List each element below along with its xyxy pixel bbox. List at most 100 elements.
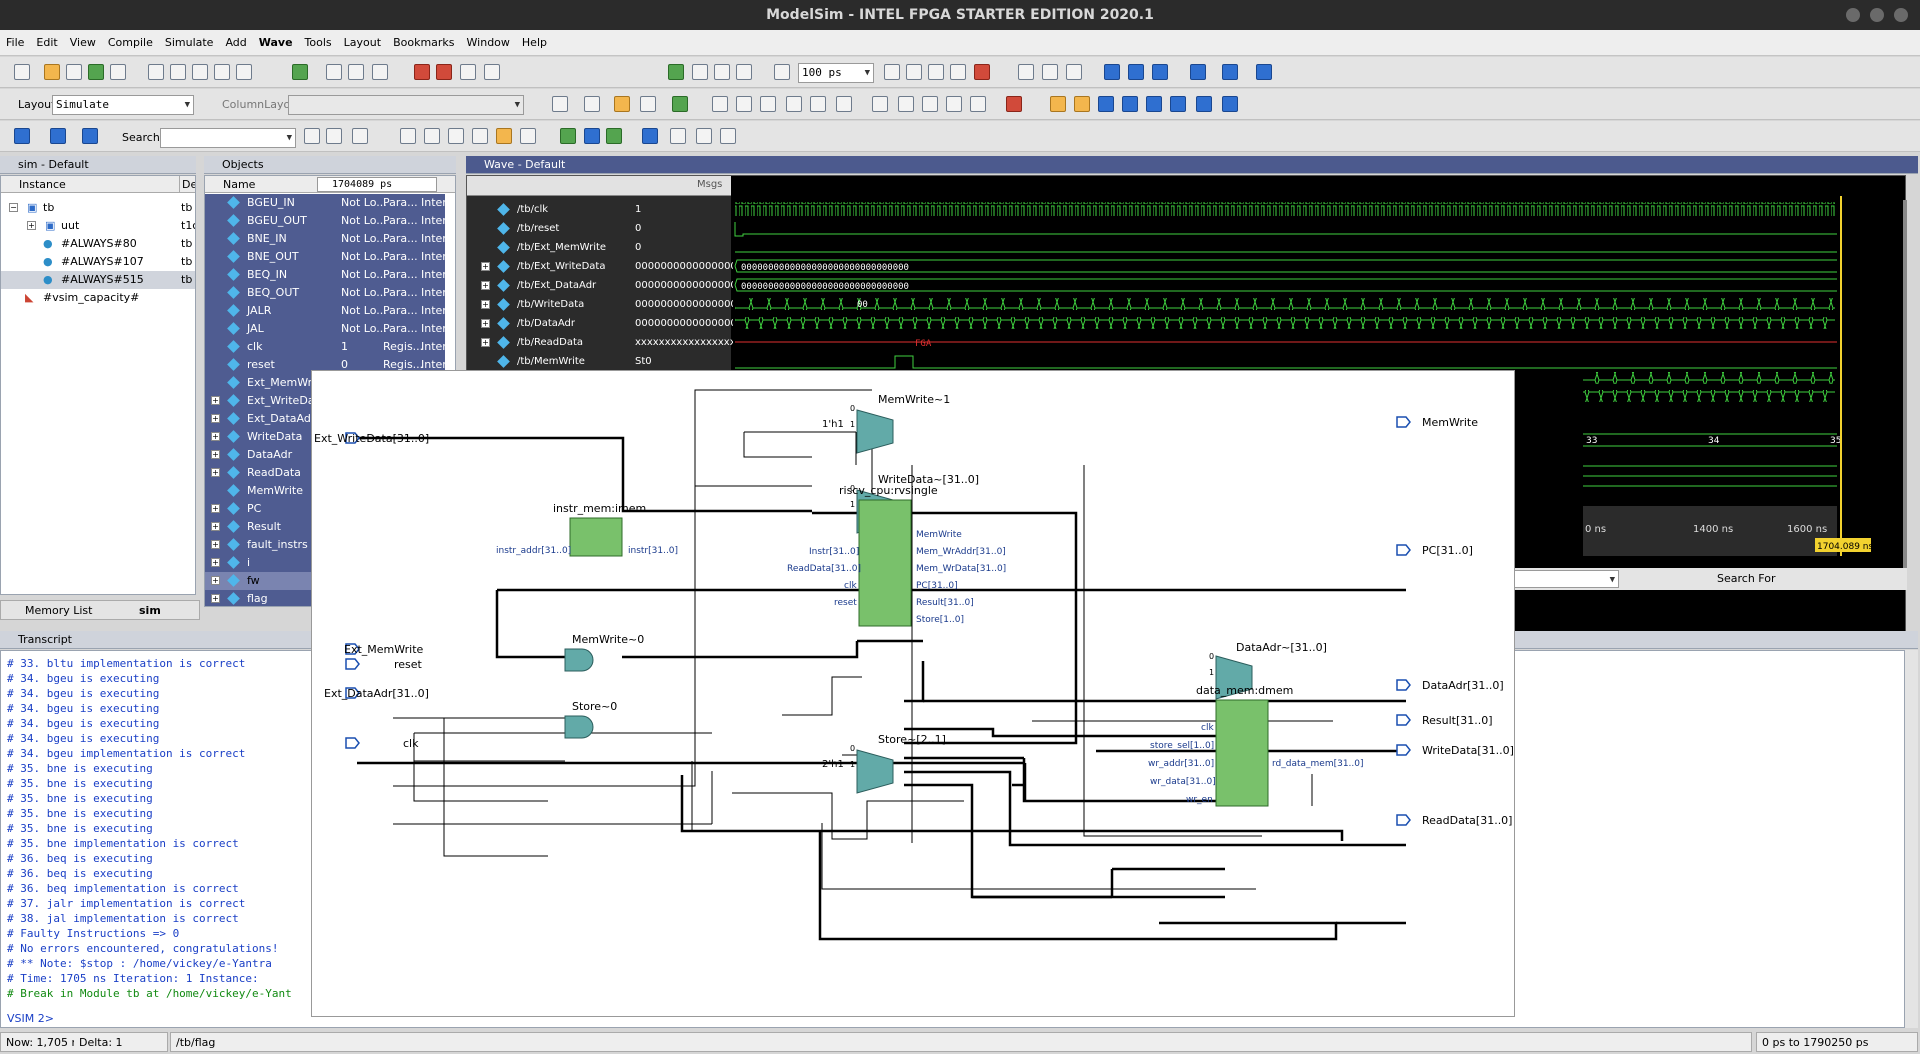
column-layout-select[interactable] [288, 95, 524, 115]
stop-icon[interactable] [950, 64, 966, 80]
transcript-scrollbar[interactable] [1905, 650, 1918, 1028]
minimize-button[interactable] [1846, 8, 1860, 22]
object-row[interactable]: +Result [211, 520, 281, 533]
radix-oct-icon[interactable] [736, 96, 752, 112]
zoom-last-icon[interactable] [520, 128, 536, 144]
paste-icon[interactable] [192, 64, 208, 80]
cursor-mode-icon[interactable] [970, 96, 986, 112]
wave-compare-icon[interactable] [672, 96, 688, 112]
delete-break-icon[interactable] [436, 64, 452, 80]
step-forward-icon[interactable] [14, 128, 30, 144]
edge-any-icon[interactable] [1146, 96, 1162, 112]
object-row[interactable]: +flag [211, 592, 268, 605]
step-back-icon[interactable] [1222, 64, 1238, 80]
wave-format-icon[interactable] [640, 96, 656, 112]
design-column-header[interactable]: De [179, 176, 195, 193]
object-row[interactable]: +DataAdr [211, 448, 293, 461]
wave-break-icon[interactable] [460, 64, 476, 80]
step-over-icon[interactable] [1128, 64, 1144, 80]
run-icon[interactable] [884, 64, 900, 80]
step-back-icon-2[interactable] [50, 128, 66, 144]
object-row[interactable]: +PC [211, 502, 262, 515]
up-icon[interactable] [692, 64, 708, 80]
reload-icon[interactable] [88, 64, 104, 80]
objects-name-column-header[interactable]: Name 1704089 ps [205, 176, 455, 193]
wave-scrollbar[interactable] [1903, 200, 1907, 580]
delete-cursor-icon[interactable] [584, 128, 600, 144]
menu-bookmarks[interactable]: Bookmarks [393, 36, 455, 49]
step-icon[interactable] [1104, 64, 1120, 80]
edge-search-icon[interactable] [1170, 96, 1186, 112]
hierarchy-icon[interactable] [348, 64, 364, 80]
back-icon[interactable] [714, 64, 730, 80]
objects-time-field[interactable]: 1704089 ps [317, 177, 437, 192]
menu-add[interactable]: Add [225, 36, 247, 49]
print-icon[interactable] [110, 64, 126, 80]
step-over-icon-2[interactable] [82, 128, 98, 144]
object-row[interactable]: Ext_MemWrite [205, 374, 445, 392]
edge-down-icon[interactable] [1222, 96, 1238, 112]
find-icon[interactable] [326, 64, 342, 80]
object-row[interactable]: +ReadData [211, 466, 301, 479]
edit-mode-icon[interactable] [946, 96, 962, 112]
step-up-icon[interactable] [1256, 64, 1272, 80]
radix-dec-icon[interactable] [786, 96, 802, 112]
break-icon[interactable] [414, 64, 430, 80]
close-button[interactable] [1894, 8, 1908, 22]
step-out-icon[interactable] [1152, 64, 1168, 80]
search-options-icon[interactable] [352, 128, 368, 144]
menu-help[interactable]: Help [521, 36, 547, 49]
all-icon[interactable] [810, 96, 826, 112]
wave-add-icon[interactable] [552, 96, 568, 112]
insert-cursor-icon[interactable] [560, 128, 576, 144]
wave-edit-icon[interactable] [584, 96, 600, 112]
menu-wave[interactable]: Wave [258, 36, 293, 49]
menu-compile[interactable]: Compile [107, 36, 153, 49]
menu-layout[interactable]: Layout [343, 36, 382, 49]
open-icon[interactable] [44, 64, 60, 80]
copy-icon[interactable] [170, 64, 186, 80]
zoom-cursor-icon[interactable] [472, 128, 488, 144]
netlist-schematic[interactable]: Ext_WriteData[31..0] Ext_MemWrite reset … [311, 370, 1515, 1017]
step-into-icon[interactable] [1190, 64, 1206, 80]
wave-step-end-icon[interactable] [720, 128, 736, 144]
zoom-out-icon[interactable] [424, 128, 440, 144]
new-icon[interactable] [14, 64, 30, 80]
zoom-mode-icon[interactable] [898, 96, 914, 112]
object-row[interactable]: +Ext_DataAdr [211, 412, 316, 425]
object-row[interactable]: +i [211, 556, 251, 569]
menu-file[interactable]: File [6, 36, 25, 49]
run-length-icon[interactable] [774, 64, 790, 80]
clear-icon[interactable] [484, 64, 500, 80]
search-for-label[interactable]: Search For [1717, 572, 1776, 585]
zoom-in-icon[interactable] [400, 128, 416, 144]
performance-icon[interactable] [1042, 64, 1058, 80]
menu-tools[interactable]: Tools [304, 36, 332, 49]
wave-prev-icon[interactable] [670, 128, 686, 144]
record-icon[interactable] [1006, 96, 1022, 112]
instance-column-header[interactable]: Instance [1, 176, 179, 193]
layout-select[interactable]: Simulate [52, 95, 194, 115]
forward-icon[interactable] [736, 64, 752, 80]
profile-icon[interactable] [1018, 64, 1034, 80]
maximize-button[interactable] [1870, 8, 1884, 22]
restart-icon[interactable] [668, 64, 684, 80]
break-sim-icon[interactable] [974, 64, 990, 80]
tab-memory-list[interactable]: Memory List [25, 604, 93, 617]
object-row[interactable]: +Ext_WriteData [211, 394, 326, 407]
run-all-icon[interactable] [928, 64, 944, 80]
